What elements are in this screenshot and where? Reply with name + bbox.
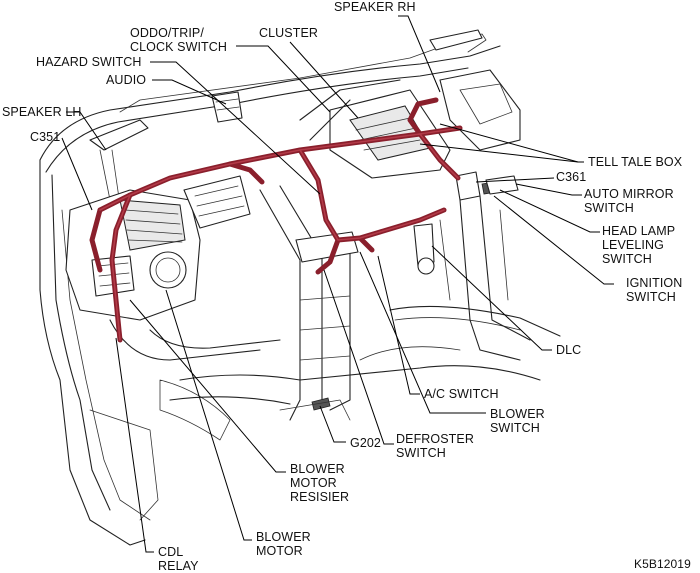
label-head-lamp-leveling-switch: HEAD LAMP LEVELING SWITCH [602, 224, 676, 266]
label-dlc: DLC [556, 343, 582, 357]
leader-cluster [289, 41, 359, 119]
label-c351: C351 [30, 130, 61, 144]
leader-head-lamp-switch [499, 189, 600, 233]
leader-oddo-switch [236, 45, 331, 113]
label-speaker-rh: SPEAKER RH [334, 0, 416, 14]
leader-speaker-rh [398, 15, 441, 93]
label-cdl-relay: CDL RELAY [158, 545, 199, 573]
leader-g202 [319, 405, 346, 443]
label-speaker-lh: SPEAKER LH [2, 105, 82, 119]
label-hazard-switch: HAZARD SWITCH [36, 55, 142, 69]
label-cluster: CLUSTER [259, 26, 319, 40]
label-ignition-switch: IGNITION SWITCH [626, 276, 683, 304]
label-ac-switch: A/C SWITCH [424, 387, 499, 401]
label-oddo-trip-clock-switch: ODDO/TRIP/ CLOCK SWITCH [130, 26, 228, 54]
label-defroster-switch: DEFROSTER SWITCH [396, 432, 474, 460]
instrument-panel-outline [39, 29, 561, 546]
wiring-harness [89, 97, 463, 343]
leader-defroster-switch [323, 269, 394, 445]
leader-blower-motor-resisier [129, 299, 286, 473]
leader-dlc [431, 245, 552, 351]
label-g202: G202 [350, 436, 381, 450]
label-c361: C361 [556, 170, 587, 184]
leader-blower-motor [165, 289, 252, 541]
leader-cdl-relay [115, 337, 154, 553]
label-blower-motor-resisier: BLOWER MOTOR RESISIER [290, 462, 350, 504]
leader-ignition-switch [493, 195, 614, 285]
label-blower-switch: BLOWER SWITCH [490, 407, 545, 435]
leader-c351 [61, 137, 93, 211]
label-blower-motor: BLOWER MOTOR [256, 530, 311, 558]
leader-blower-switch [359, 251, 486, 414]
leader-audio [152, 79, 227, 105]
leader-speaker-lh [66, 111, 107, 151]
leader-ac-switch [377, 255, 420, 395]
label-tell-tale-box: TELL TALE BOX [588, 155, 683, 169]
leader-c361 [475, 177, 555, 183]
leader-hazard-switch [150, 61, 321, 195]
figure-code: K5B12019 [634, 557, 691, 571]
label-audio: AUDIO [106, 73, 147, 87]
leader-auto-mirror-switch [515, 183, 582, 196]
label-auto-mirror-switch: AUTO MIRROR SWITCH [584, 187, 674, 215]
leader-lines [61, 15, 614, 553]
